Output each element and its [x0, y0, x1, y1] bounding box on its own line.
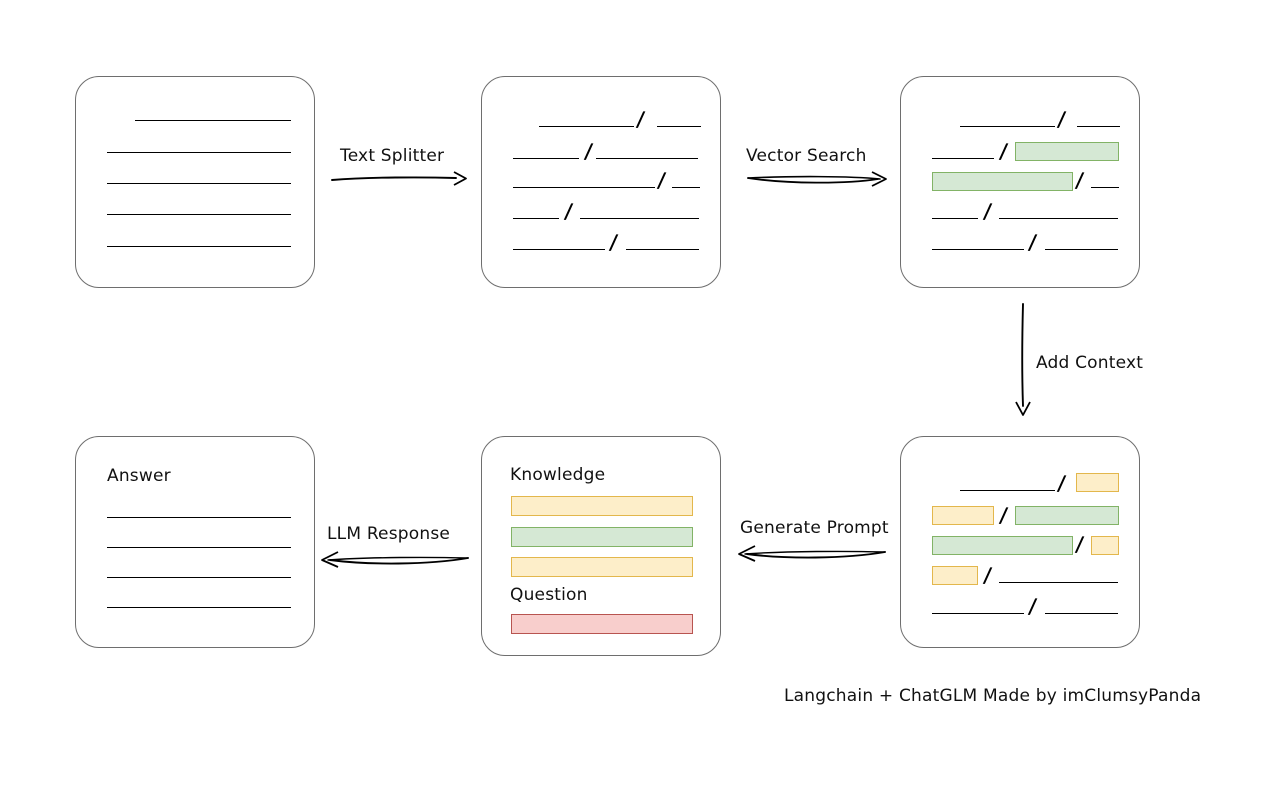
document-line	[135, 120, 291, 121]
split-slash: /	[982, 563, 993, 587]
split-slash: /	[563, 199, 574, 223]
document-line	[596, 158, 698, 159]
split-slash: /	[1056, 471, 1067, 495]
question-chunk-red	[511, 614, 693, 634]
node-context-document: / / / / /	[900, 436, 1140, 648]
document-line	[107, 183, 291, 184]
arrow-label-generate-prompt: Generate Prompt	[740, 518, 889, 538]
answer-line	[107, 607, 291, 608]
split-slash: /	[608, 230, 619, 254]
node-vector-matched-document: / / / / /	[900, 76, 1140, 288]
context-chunk-green	[1015, 506, 1119, 525]
context-chunk-yellow	[932, 566, 978, 585]
document-line	[657, 126, 701, 127]
node-answer-box: Answer	[75, 436, 315, 648]
document-line	[1091, 187, 1119, 188]
answer-label: Answer	[107, 466, 171, 486]
context-chunk-green	[932, 536, 1073, 555]
document-line	[1077, 126, 1120, 127]
split-slash: /	[656, 168, 667, 192]
answer-line	[107, 517, 291, 518]
document-line	[107, 246, 291, 247]
matched-chunk-green	[1015, 142, 1119, 161]
document-line	[1045, 613, 1118, 614]
document-line	[999, 218, 1118, 219]
document-line	[999, 582, 1118, 583]
document-line	[539, 126, 634, 127]
document-line	[932, 249, 1024, 250]
split-slash: /	[635, 107, 646, 131]
context-chunk-yellow	[1076, 473, 1119, 492]
arrow-vector-search	[747, 171, 887, 187]
document-line	[107, 214, 291, 215]
node-source-document	[75, 76, 315, 288]
document-line	[626, 249, 699, 250]
arrow-generate-prompt	[738, 545, 886, 562]
document-line	[932, 158, 994, 159]
split-slash: /	[1027, 230, 1038, 254]
footer-credit: Langchain + ChatGLM Made by imClumsyPand…	[784, 686, 1202, 706]
document-line	[960, 490, 1055, 491]
split-slash: /	[583, 139, 594, 163]
document-line	[513, 158, 579, 159]
arrow-label-add-context: Add Context	[1036, 353, 1144, 373]
context-chunk-yellow	[932, 506, 994, 525]
split-slash: /	[998, 503, 1009, 527]
arrow-label-text-splitter: Text Splitter	[340, 146, 445, 166]
answer-line	[107, 547, 291, 548]
document-line	[932, 218, 978, 219]
split-slash: /	[1074, 168, 1085, 192]
arrow-label-vector-search: Vector Search	[746, 146, 867, 166]
document-line	[513, 218, 559, 219]
arrow-add-context	[1015, 303, 1031, 416]
node-prompt-box: Knowledge Question	[481, 436, 721, 656]
document-line	[513, 187, 655, 188]
document-line	[513, 249, 605, 250]
context-chunk-yellow	[1091, 536, 1119, 555]
arrow-llm-response	[321, 551, 469, 568]
split-slash: /	[982, 199, 993, 223]
prompt-knowledge-label: Knowledge	[510, 465, 606, 485]
matched-chunk-green	[932, 172, 1073, 191]
knowledge-chunk-green	[511, 527, 693, 547]
prompt-question-label: Question	[510, 585, 588, 605]
knowledge-chunk-yellow	[511, 496, 693, 516]
document-line	[932, 613, 1024, 614]
arrow-text-splitter	[331, 171, 467, 186]
node-split-document: / / / / /	[481, 76, 721, 288]
document-line	[1045, 249, 1118, 250]
arrow-label-llm-response: LLM Response	[327, 524, 451, 544]
split-slash: /	[1074, 532, 1085, 556]
document-line	[672, 187, 700, 188]
document-line	[580, 218, 699, 219]
document-line	[960, 126, 1055, 127]
split-slash: /	[1027, 594, 1038, 618]
document-line	[107, 152, 291, 153]
knowledge-chunk-yellow	[511, 557, 693, 577]
answer-line	[107, 577, 291, 578]
split-slash: /	[1056, 107, 1067, 131]
split-slash: /	[998, 139, 1009, 163]
